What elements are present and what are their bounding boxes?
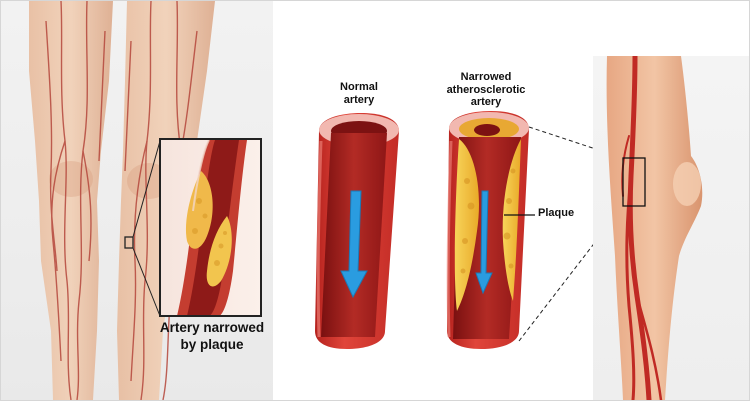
caption-line-2: by plaque [180,337,244,352]
side-leg-illustration [606,56,703,400]
right-leg-panel [593,56,749,400]
narrowed-label-line-2: atherosclerotic [446,83,526,96]
normal-artery [315,113,399,349]
inset-caption: Artery narrowed by plaque [154,319,270,353]
flow-arrow-normal [340,190,368,299]
plaque-label: Plaque [538,207,575,219]
normal-artery-label: Normal artery [323,81,395,107]
caption-line-1: Artery narrowed [159,320,265,335]
narrowed-label-line-1: Narrowed [460,71,512,83]
legs-illustration [29,1,262,400]
narrowed-artery [446,111,529,349]
zoom-marker [124,236,134,249]
legs-panel: Artery narrowed by plaque [1,1,273,400]
leg-zoom-marker [622,157,646,207]
narrowed-artery-label: Narrowed atherosclerotic artery [434,71,538,109]
flow-arrow-narrowed [475,190,493,295]
normal-label-line-1: Normal [340,81,378,93]
narrowed-label-line-3: artery [470,96,502,108]
normal-label-line-2: artery [343,94,375,106]
